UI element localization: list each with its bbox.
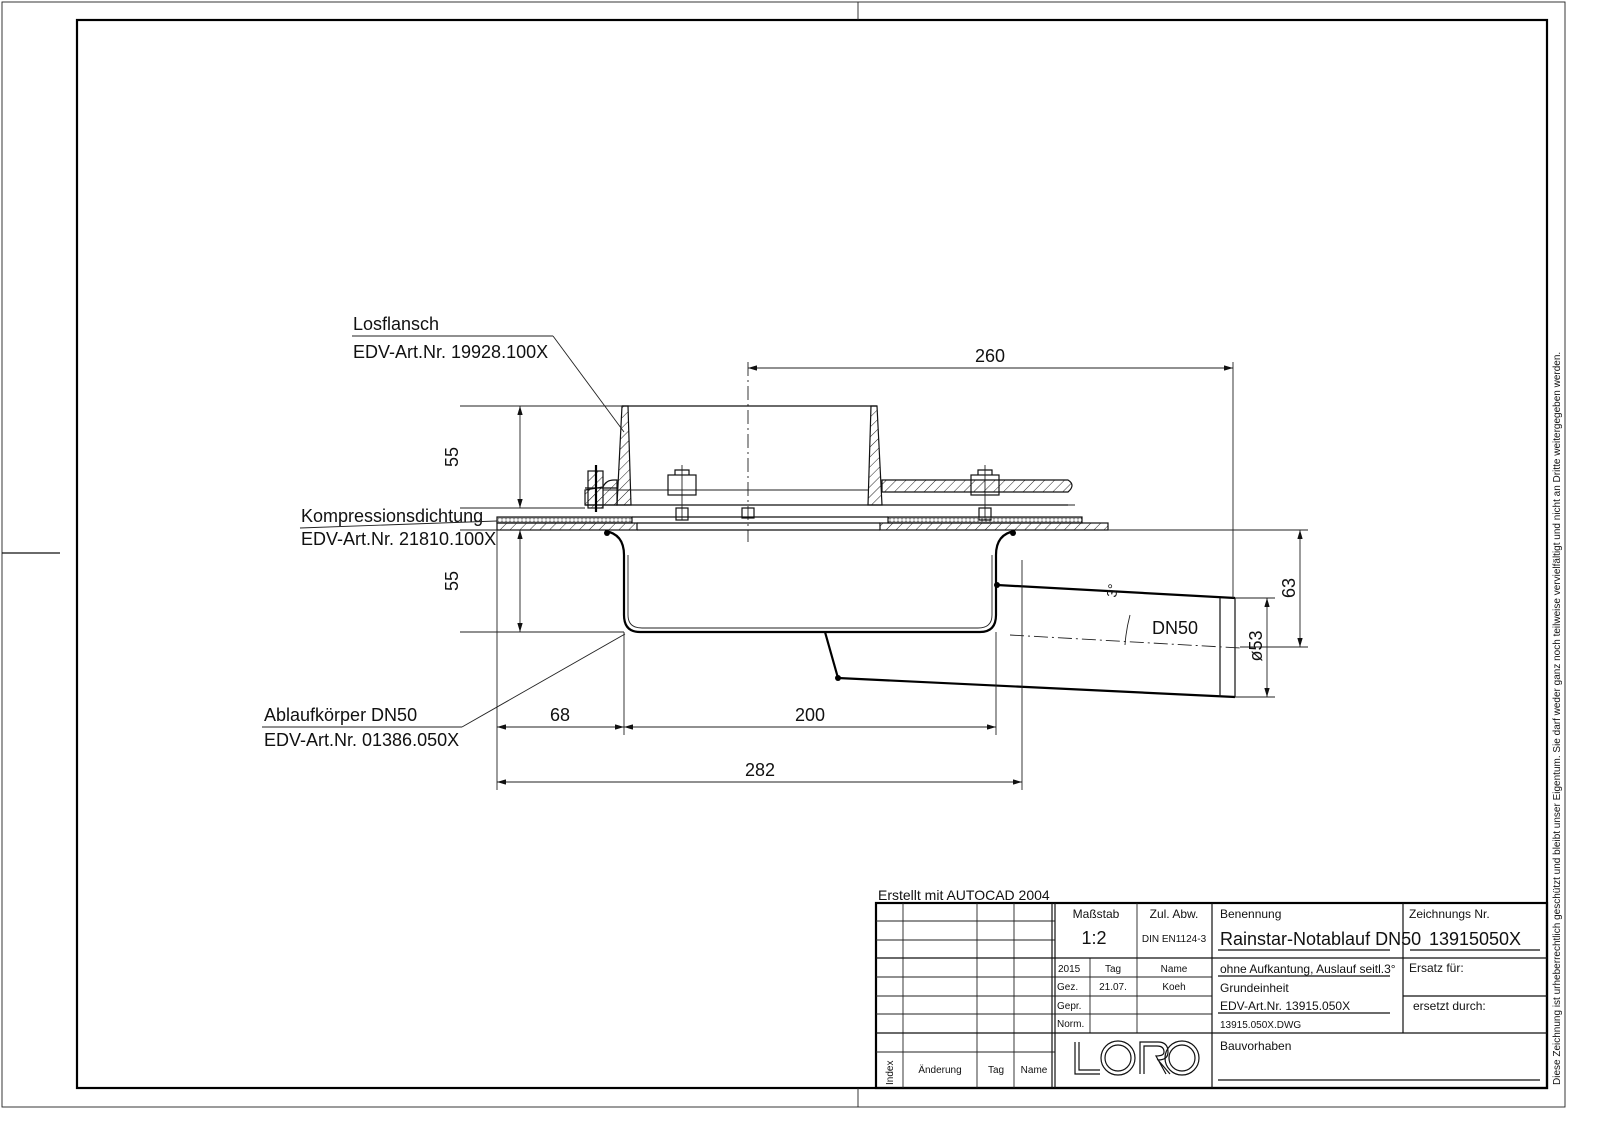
massstab-label: Maßstab: [1073, 907, 1120, 921]
copyright-note: Diese Zeichnung ist urheberrechtlich ges…: [1552, 352, 1563, 1085]
outlet-pipe-top: [996, 583, 1236, 600]
index-label: Index: [885, 1061, 896, 1085]
zul-abw-value: DIN EN1124-3: [1142, 934, 1207, 945]
outlet-pipe-bottom: [837, 676, 1236, 699]
label-ablaufkoerper-art: EDV-Art.Nr. 01386.050X: [264, 730, 459, 750]
dim-200: 200: [795, 705, 825, 725]
gepr-label: Gepr.: [1057, 1001, 1081, 1012]
label-kompressionsdichtung: Kompressionsdichtung: [301, 506, 483, 526]
dimensions: 260 55 55 63 ø53 DN50 3° 68 200: [442, 346, 1308, 790]
label-losflansch-art: EDV-Art.Nr. 19928.100X: [353, 342, 548, 362]
dim-282: 282: [745, 760, 775, 780]
dim-55-top: 55: [442, 447, 462, 467]
description-3: EDV-Art.Nr. 13915.050X: [1220, 999, 1350, 1013]
flange-plate-right: [881, 479, 1073, 493]
description-1: ohne Aufkantung, Auslauf seitl.3°: [1220, 962, 1396, 976]
gez-label: Gez.: [1057, 982, 1078, 993]
year: 2015: [1058, 964, 1081, 975]
tag2-label: Tag: [988, 1065, 1004, 1076]
drain-body: [604, 529, 1016, 634]
part-labels: Losflansch EDV-Art.Nr. 19928.100X Kompre…: [262, 314, 626, 750]
compression-gasket-right: [887, 516, 1083, 524]
dim-diameter-53: ø53: [1246, 630, 1266, 661]
gez-name: Koeh: [1162, 982, 1185, 993]
dim-63: 63: [1279, 578, 1299, 598]
aenderung-label: Änderung: [918, 1064, 961, 1076]
label-dn50: DN50: [1152, 618, 1198, 638]
sheet-frame: [1, 1, 1566, 1108]
loro-logo: [1074, 1040, 1200, 1076]
ersetzt-durch-label: ersetzt durch:: [1413, 999, 1486, 1013]
norm-label: Norm.: [1057, 1019, 1084, 1030]
gez-tag: 21.07.: [1099, 982, 1127, 993]
label-kompressionsdichtung-art: EDV-Art.Nr. 21810.100X: [301, 529, 496, 549]
zeichnungs-nr-label: Zeichnungs Nr.: [1409, 907, 1490, 921]
benennung-value: Rainstar-Notablauf DN50: [1220, 929, 1421, 949]
name-label: Name: [1161, 964, 1188, 975]
dim-68: 68: [550, 705, 570, 725]
dim-angle-3: 3°: [1103, 583, 1121, 599]
name2-label: Name: [1021, 1065, 1048, 1076]
flange-wall-right: [867, 405, 883, 506]
title-block: Erstellt mit AUTOCAD 2004: [874, 887, 1549, 1090]
massstab-value: 1:2: [1081, 928, 1106, 948]
ersatz-fuer-label: Ersatz für:: [1409, 961, 1464, 975]
benennung-label: Benennung: [1220, 907, 1281, 921]
description-2: Grundeinheit: [1220, 981, 1289, 995]
bolt-left: [667, 465, 697, 521]
created-with: Erstellt mit AUTOCAD 2004: [878, 887, 1050, 903]
label-losflansch: Losflansch: [353, 314, 439, 334]
tag-label: Tag: [1105, 964, 1121, 975]
zeichnungs-nr-value: 13915050X: [1429, 929, 1521, 949]
bauvorhaben-label: Bauvorhaben: [1220, 1039, 1291, 1053]
dim-260: 260: [975, 346, 1005, 366]
zul-abw-label: Zul. Abw.: [1150, 907, 1199, 921]
label-ablaufkoerper: Ablaufkörper DN50: [264, 705, 417, 725]
drain-section-view: [496, 362, 1241, 699]
dim-55-bottom: 55: [442, 571, 462, 591]
dwg-filename: 13915.050X.DWG: [1220, 1020, 1301, 1031]
compression-gasket-left: [496, 516, 633, 524]
